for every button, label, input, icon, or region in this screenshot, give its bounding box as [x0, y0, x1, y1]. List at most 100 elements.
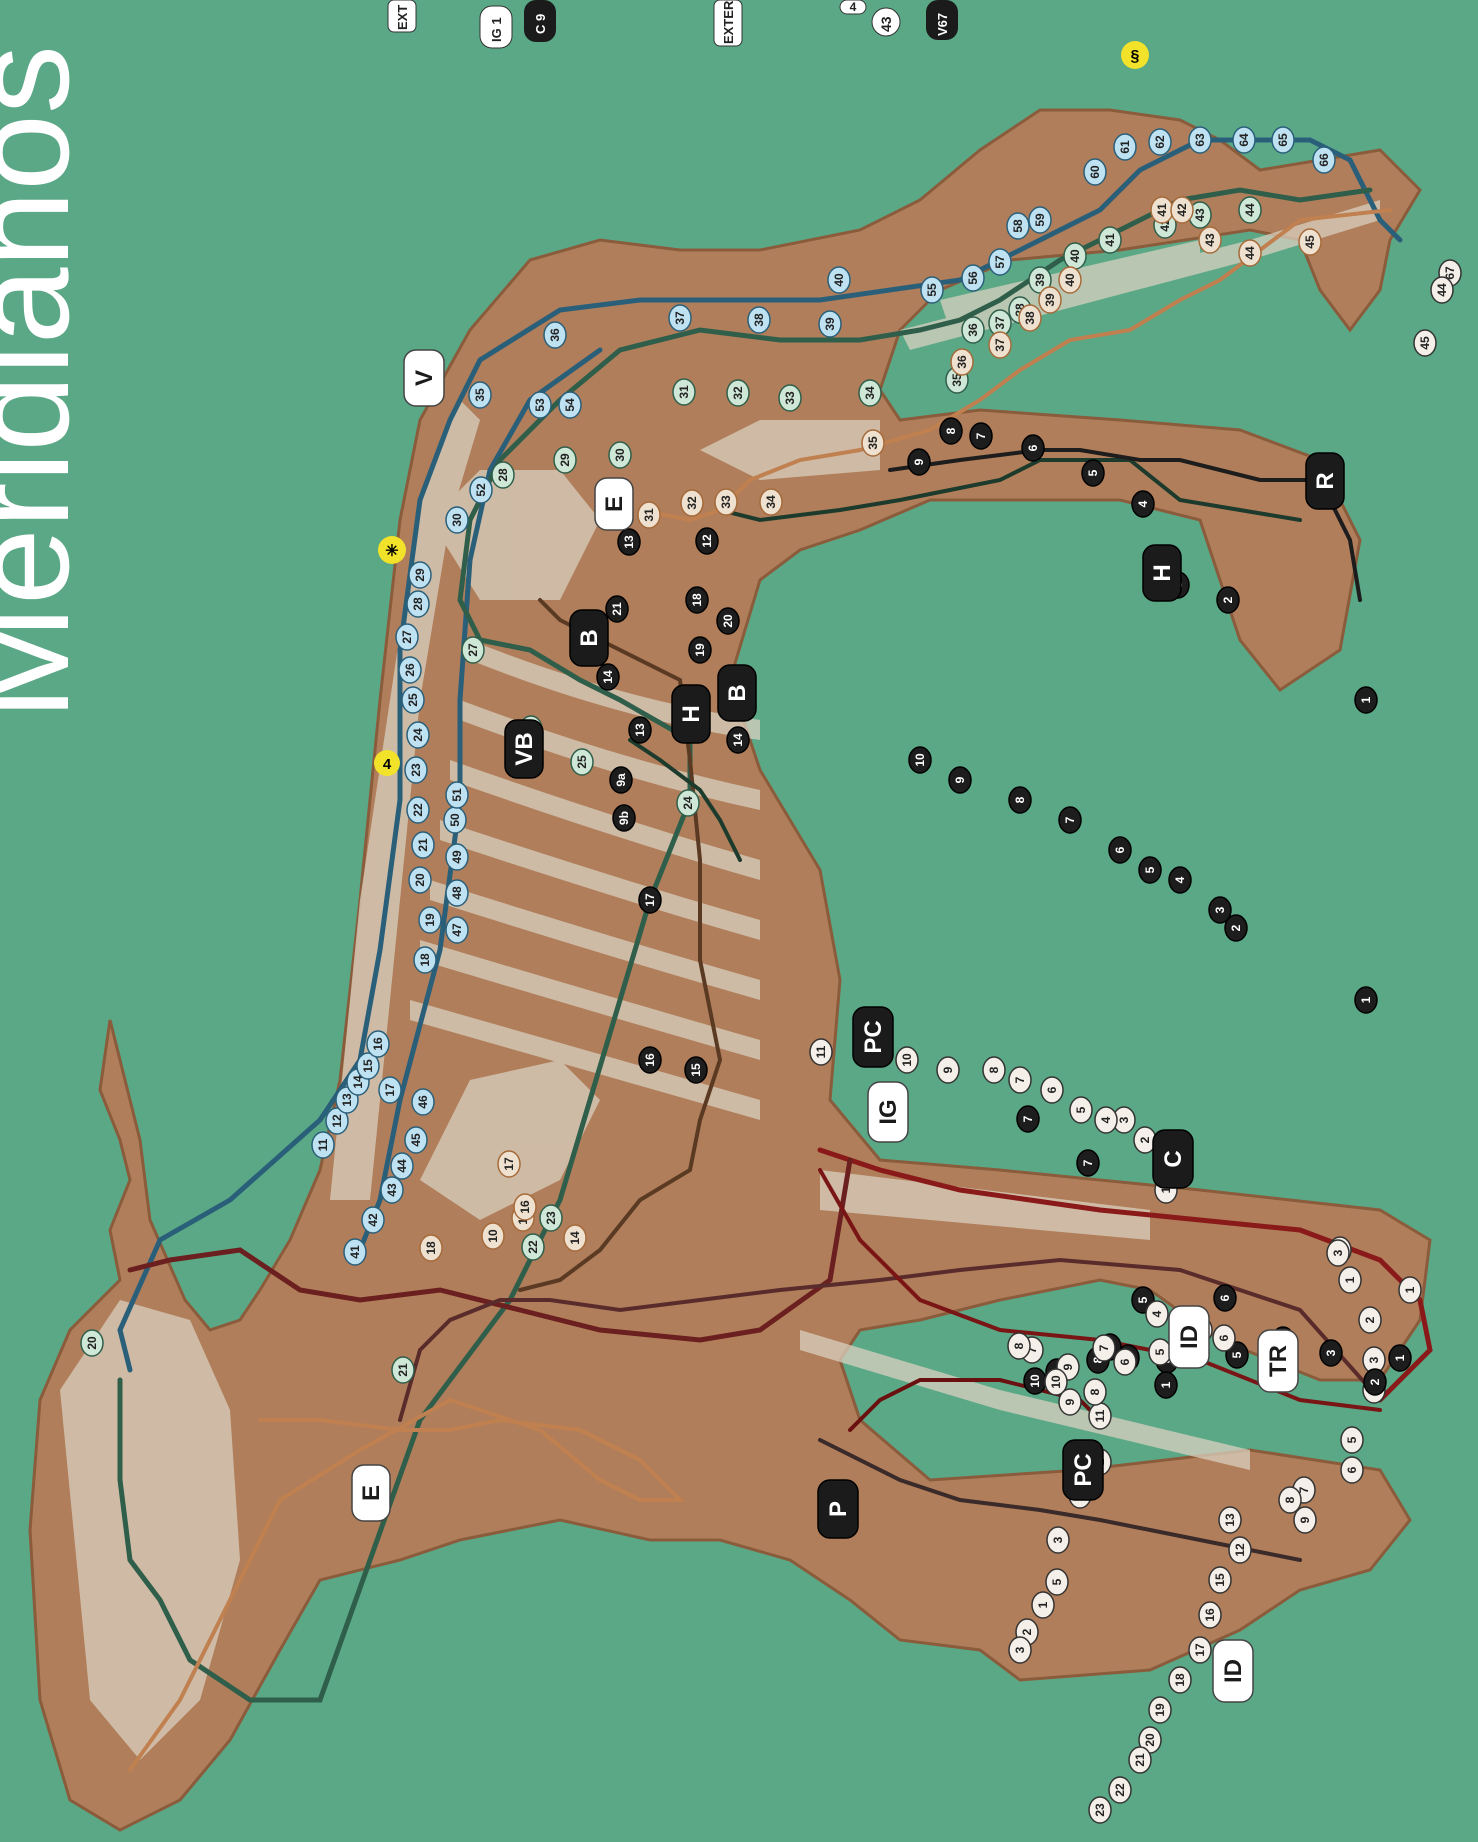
label-r: R	[1306, 453, 1344, 509]
yellow-point-s: §	[1121, 41, 1149, 69]
b-point-10-text: 12	[700, 534, 714, 548]
c-point-5-text: 7	[1081, 1159, 1095, 1166]
v-upper-point-17: 28	[407, 591, 429, 617]
v-lower-point-11: 52	[470, 477, 492, 503]
head-point-4-text: 3	[1367, 1356, 1381, 1363]
b-point-11-text: 13	[622, 535, 636, 549]
fore-leg-point-3-text: 4	[1150, 1310, 1164, 1317]
fore-leg-point-0: 3	[1327, 1240, 1349, 1266]
v-lower-point-2-text: 43	[385, 1183, 399, 1197]
v-lower-point-6: 47	[446, 917, 468, 943]
b-point-21: 9b	[613, 805, 635, 831]
fore-leg-point-17-text: 5	[1050, 1578, 1064, 1585]
v-upper-point-20-text: 35	[473, 388, 487, 402]
label-b-top: B	[570, 610, 608, 666]
head-point-14-text: 16	[1203, 1608, 1217, 1622]
b-point-2: 3	[1209, 897, 1231, 923]
tr-point-4-text: 5	[1074, 1106, 1088, 1113]
label-id-top-text: ID	[1176, 1325, 1203, 1349]
fore-leg-point-16: 3	[1047, 1527, 1069, 1553]
edge-label-c9: C 9	[524, 0, 556, 42]
e-hind-point-8-text: 39	[1043, 293, 1057, 307]
tr-point-9-text: 10	[900, 1053, 914, 1067]
tr-point-1-text: 2	[1138, 1136, 1152, 1143]
v-upper-point-11: 22	[407, 797, 429, 823]
vb-point-10-text: 30	[613, 448, 627, 462]
v-upper-point-13-text: 24	[411, 728, 425, 742]
v-hind-point-4-text: 55	[925, 283, 939, 297]
head-point-21: 23	[1089, 1797, 1111, 1823]
vb-point-7: 27	[462, 637, 484, 663]
h-point-1: 2	[1217, 587, 1239, 613]
v-lower-point-10: 51	[446, 782, 468, 808]
head-point-9-text: 8	[1283, 1496, 1297, 1503]
b-point-18-text: 20	[721, 614, 735, 628]
e-front-point-1-text: 14	[568, 1231, 582, 1245]
v-lower-point-2: 43	[381, 1177, 403, 1203]
e-hind-point-11-text: 42	[1175, 203, 1189, 217]
h-point-7: 8	[940, 418, 962, 444]
v-lower-point-8: 49	[446, 844, 468, 870]
head-point-11: 12	[1229, 1537, 1251, 1563]
e-hind-point-9: 40	[1059, 267, 1081, 293]
e-hind-point-9-text: 40	[1063, 273, 1077, 287]
e-front-point-4: 17	[498, 1151, 520, 1177]
yellow-point-4: 4	[374, 750, 400, 776]
head-point-17: 19	[1149, 1697, 1171, 1723]
b-point-0: 1	[1355, 987, 1377, 1013]
h-point-0: 1	[1355, 687, 1377, 713]
r-point-2-text: 3	[1324, 1349, 1338, 1356]
v-lower-point-5: 46	[412, 1089, 434, 1115]
r-point-4-text: 5	[1230, 1351, 1244, 1358]
tr-point-8-text: 9	[941, 1066, 955, 1073]
star-marker-text: ✳	[385, 543, 398, 560]
e-hind-point-5-text: 36	[955, 355, 969, 369]
v-upper-point-21: 36	[544, 322, 566, 348]
v-hind-point-9: 60	[1084, 159, 1106, 185]
c-point-5: 7	[1077, 1150, 1099, 1176]
v-upper-point-17-text: 28	[411, 597, 425, 611]
v-upper-point-15-text: 26	[403, 663, 417, 677]
v-hind-point-13: 64	[1233, 127, 1255, 153]
e-hind-point-1-text: 32	[685, 496, 699, 510]
fore-leg-point-12: 8	[1084, 1379, 1106, 1405]
e-hind-point-7: 38	[1019, 305, 1041, 331]
fore-leg-point-13-text: 9	[1063, 1398, 1077, 1405]
edge-label-exter: EXTER	[714, 0, 742, 46]
fore-leg-point-4: 5	[1149, 1339, 1171, 1365]
h-point-7-text: 8	[944, 427, 958, 434]
b-point-13: 15	[685, 1057, 707, 1083]
v-hind-point-14: 65	[1272, 127, 1294, 153]
tr-point-7-text: 8	[987, 1066, 1001, 1073]
edge-label-ext: EXT	[388, 0, 416, 32]
v-hind-point-8-text: 59	[1033, 213, 1047, 227]
v-upper-point-8-text: 19	[423, 913, 437, 927]
head-point-7-text: 6	[1345, 1466, 1359, 1473]
label-e-back-text: E	[601, 496, 628, 512]
v-lower-point-4: 45	[405, 1127, 427, 1153]
v-lower-point-13: 54	[559, 392, 581, 418]
e-hind-point-14-text: 45	[1303, 235, 1317, 249]
v-hind-point-10-text: 61	[1118, 140, 1132, 154]
v-upper-point-5-text: 16	[371, 1037, 385, 1051]
v-hind-point-6-text: 57	[993, 255, 1007, 269]
fore-leg-point-20: 3	[1009, 1637, 1031, 1663]
head-point-10-text: 9	[1298, 1516, 1312, 1523]
v-upper-point-19: 30	[446, 507, 468, 533]
v-hind-point-5: 56	[962, 265, 984, 291]
tr-point-6-text: 7	[1013, 1076, 1027, 1083]
head-point-12: 13	[1219, 1507, 1241, 1533]
b-point-10: 12	[696, 528, 718, 554]
vb-point-0-text: 20	[85, 1336, 99, 1350]
r-point-0: 1	[1389, 1345, 1411, 1371]
v-hind-point-4: 55	[921, 277, 943, 303]
label-pc-leg-text: PC	[1070, 1453, 1097, 1486]
hind-foot-point-1-text: 44	[1435, 283, 1449, 297]
vb-point-17-text: 37	[993, 316, 1007, 330]
fore-leg-point-9-text: 9	[1061, 1363, 1075, 1370]
h-point-5: 6	[1022, 435, 1044, 461]
vb-point-0: 20	[81, 1330, 103, 1356]
b-point-3-text: 4	[1173, 876, 1187, 883]
v-hind-point-3: 40	[828, 267, 850, 293]
